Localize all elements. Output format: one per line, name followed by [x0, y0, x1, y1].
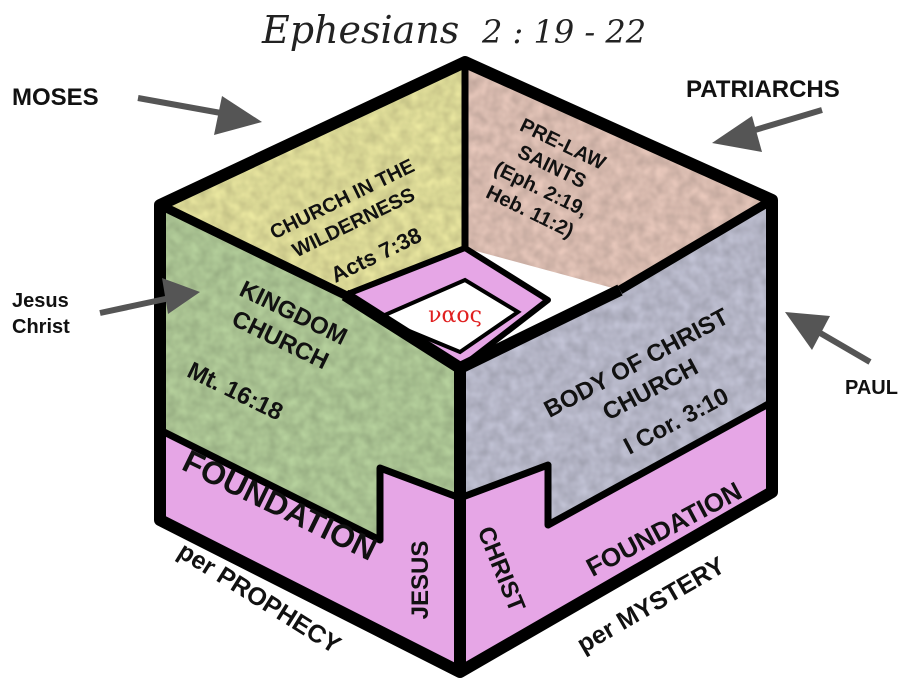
- foundation-jesus: JESUS: [407, 541, 434, 620]
- panel-church-in-wilderness: [160, 62, 465, 295]
- title-book: Ephesians: [261, 8, 459, 52]
- title: Ephesians 2 : 19 - 22: [261, 8, 646, 52]
- jesus-christ-label-line-2: Christ: [12, 316, 70, 338]
- panel-kingdom-church: [160, 205, 460, 540]
- cube-outline: [154, 56, 778, 678]
- paul-label: PAUL: [845, 377, 898, 399]
- moses-label: MOSES: [12, 84, 99, 111]
- foundation-left: [160, 430, 460, 672]
- naos-label: ναος: [428, 303, 482, 328]
- naos-floor: [372, 277, 522, 355]
- arrow-moses-icon: [137, 95, 262, 135]
- jesus-christ-label-line-1: Jesus: [12, 290, 69, 312]
- arrow-patriarchs-icon: [712, 107, 823, 152]
- arrow-paul-icon: [785, 312, 872, 365]
- patriarchs-label: PATRIARCHS: [686, 76, 840, 103]
- panel-pre-law-saints: [465, 62, 772, 290]
- title-reference: 2 : 19 - 22: [481, 13, 646, 51]
- arrow-jesus-christ-icon: [99, 278, 200, 316]
